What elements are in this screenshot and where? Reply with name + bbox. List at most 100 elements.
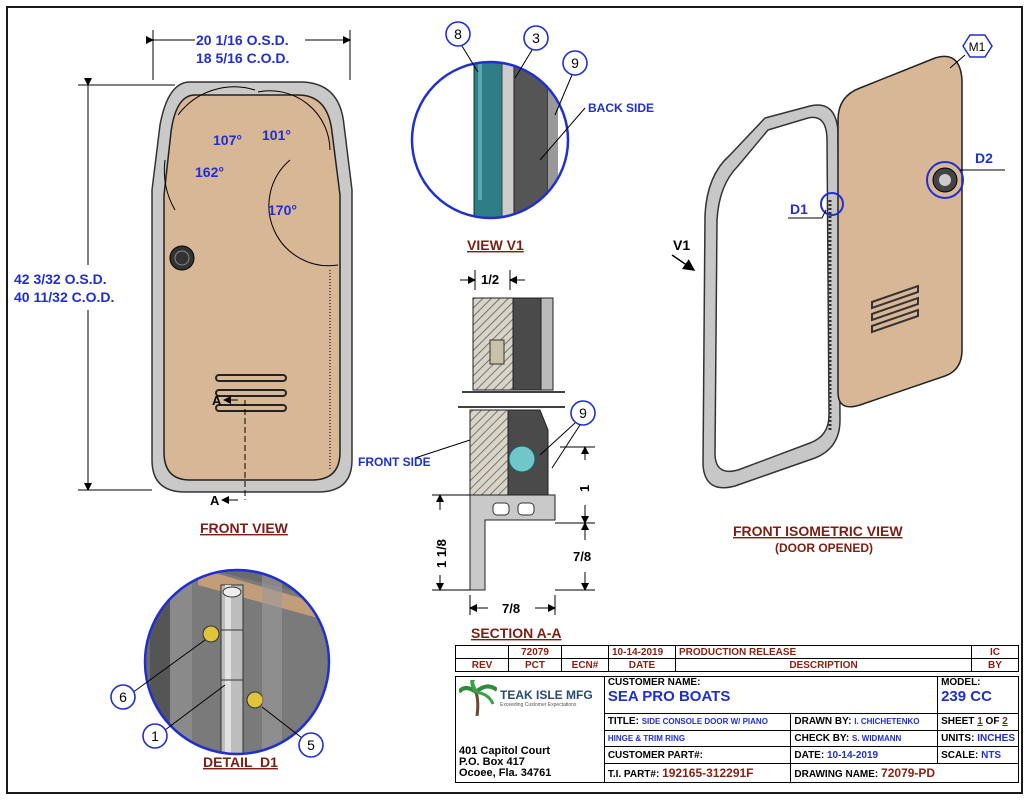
- header-ecn: ECN#: [561, 658, 609, 672]
- dim-1-1-8: 1 1/8: [434, 539, 449, 568]
- height-cod-label: 40 11/32 C.O.D.: [14, 289, 114, 305]
- customer-name-label: CUSTOMER NAME:: [607, 677, 701, 688]
- angle-107: 107°: [213, 132, 242, 148]
- vent-slots: [215, 374, 287, 412]
- detail-callout-1-bubble: [142, 723, 168, 749]
- callout-3-bubble: [523, 25, 549, 51]
- section-mark-top: A: [212, 393, 222, 408]
- detail-d1-title: DETAIL D1: [203, 754, 278, 770]
- header-rev: REV: [455, 658, 509, 672]
- height-osd-label: 42 3/32 O.S.D.: [14, 271, 107, 287]
- section-aa-title: SECTION A-A: [471, 625, 561, 641]
- view-v1-title: VIEW V1: [467, 237, 524, 253]
- rev-description: PRODUCTION RELEASE: [675, 645, 972, 659]
- detail-d1: 6 1 5 DETAIL D1: [110, 568, 331, 770]
- angle-162: 162°: [195, 164, 224, 180]
- ti-part-label: T.I. PART#:: [607, 768, 660, 780]
- sheet-num: 1: [977, 716, 983, 728]
- front-side-label: FRONT SIDE: [358, 455, 431, 469]
- rev-by: IC: [971, 645, 1019, 659]
- back-side-label: BACK SIDE: [588, 101, 654, 115]
- revision-header-row: REV PCT ECN# DATE DESCRIPTION BY: [455, 658, 1019, 672]
- header-by: BY: [971, 658, 1019, 672]
- angle-170: 170°: [268, 202, 297, 218]
- model-value: 239 CC: [941, 688, 992, 705]
- d2-circle: [926, 161, 964, 199]
- company-cell: TEAK ISLE MFG Exceeding Customer Expecta…: [455, 676, 605, 783]
- m1-hexagon: [962, 34, 993, 58]
- latch-knob: [169, 245, 195, 271]
- d2-label: D2: [975, 150, 993, 166]
- d1-circle: [820, 192, 844, 216]
- section-a-a: 1/2 FRONT SIDE 9 1 7/8 1 1/8: [358, 270, 596, 641]
- drawing-name-label: DRAWING NAME:: [794, 768, 879, 780]
- model-label: MODEL:: [941, 677, 981, 688]
- pct-value: 72079: [508, 645, 562, 659]
- width-cod-label: 18 5/16 C.O.D.: [196, 50, 289, 66]
- title-value: SIDE CONSOLE DOOR W/ PIANO: [641, 717, 768, 727]
- address-line-1: 401 Capitol Court: [459, 745, 551, 757]
- front-view: 20 1/16 O.S.D. 18 5/16 C.O.D. 42 3/32 O.…: [14, 30, 353, 536]
- date-value: 10-14-2019: [826, 749, 879, 761]
- company-logo: TEAK ISLE MFG Exceeding Customer Expecta…: [459, 680, 601, 716]
- m1-label: M1: [969, 40, 986, 54]
- dim-7-8-bottom: 7/8: [502, 601, 520, 616]
- rev-date: 10-14-2019: [608, 645, 676, 659]
- rev-value: [455, 645, 509, 659]
- angle-101: 101°: [262, 127, 291, 143]
- iso-view-subtitle: (DOOR OPENED): [775, 541, 873, 555]
- ti-part-value: 192165-312291F: [662, 765, 754, 780]
- company-tagline: Exceeding Customer Expectations: [500, 702, 577, 708]
- detail-callout-1: 1: [151, 728, 159, 744]
- scale-value: NTS: [981, 749, 1002, 761]
- units-label: UNITS:: [941, 732, 975, 744]
- detail-d1-circle: [143, 568, 331, 756]
- title-block: 72079 10-14-2019 PRODUCTION RELEASE IC R…: [455, 645, 1019, 792]
- seal-bulb: [508, 445, 536, 473]
- drawn-by-label: DRAWN BY:: [794, 716, 852, 728]
- header-pct: PCT: [508, 658, 562, 672]
- view-v1: 8 3 9 BACK SIDE VIEW V1: [410, 21, 654, 253]
- address-line-3: Ocoee, Fla. 34761: [459, 767, 552, 779]
- revision-row: 72079 10-14-2019 PRODUCTION RELEASE IC: [455, 645, 1019, 659]
- detail-callout-6-bubble: [110, 684, 136, 710]
- callout-8-bubble: [445, 21, 471, 47]
- scale-label: SCALE:: [941, 749, 979, 761]
- callout-3: 3: [532, 30, 540, 46]
- d1-label: D1: [790, 201, 808, 217]
- drawn-by: I. CHICHETENKO: [854, 717, 920, 727]
- dim-7-8-right: 7/8: [573, 549, 591, 564]
- palm-tree-icon: [459, 680, 497, 716]
- iso-door: [837, 55, 963, 408]
- iso-view-title: FRONT ISOMETRIC VIEW: [733, 523, 903, 539]
- iso-view: M1 D1 D2 V1 FRONT ISOMETRIC VIEW (DOOR O…: [671, 34, 1005, 555]
- title-value-2: HINGE & TRIM RING: [607, 733, 686, 743]
- company-name: TEAK ISLE MFG: [500, 688, 593, 702]
- sheet-of: OF: [985, 716, 1000, 728]
- dim-half: 1/2: [481, 272, 499, 287]
- detail-callout-5: 5: [307, 737, 315, 753]
- iso-opening: [714, 116, 830, 473]
- header-date: DATE: [608, 658, 676, 672]
- drawing-name-value: 72079-PD: [881, 765, 936, 780]
- detail-callout-5-bubble: [298, 732, 324, 758]
- units-value: INCHES: [977, 732, 1015, 744]
- customer-part-label: CUSTOMER PART#:: [607, 749, 704, 761]
- ecn-value: [561, 645, 609, 659]
- sheet-label: SHEET: [941, 716, 975, 728]
- drawing-border: [6, 6, 1023, 794]
- check-by: S. WIDMANN: [851, 733, 902, 743]
- view-v1-circle: [410, 60, 570, 220]
- front-view-title: FRONT VIEW: [200, 520, 289, 536]
- check-by-label: CHECK BY:: [794, 732, 850, 744]
- sheet-total: 2: [1002, 716, 1008, 728]
- detail-callout-6: 6: [119, 689, 127, 705]
- title-label: TITLE:: [607, 716, 639, 728]
- callout-8: 8: [454, 26, 462, 42]
- door-panel: [163, 94, 341, 481]
- address-line-2: P.O. Box 417: [459, 756, 525, 768]
- date-label: DATE:: [794, 749, 825, 761]
- width-osd-label: 20 1/16 O.S.D.: [196, 32, 289, 48]
- section-callout-9: 9: [579, 405, 587, 421]
